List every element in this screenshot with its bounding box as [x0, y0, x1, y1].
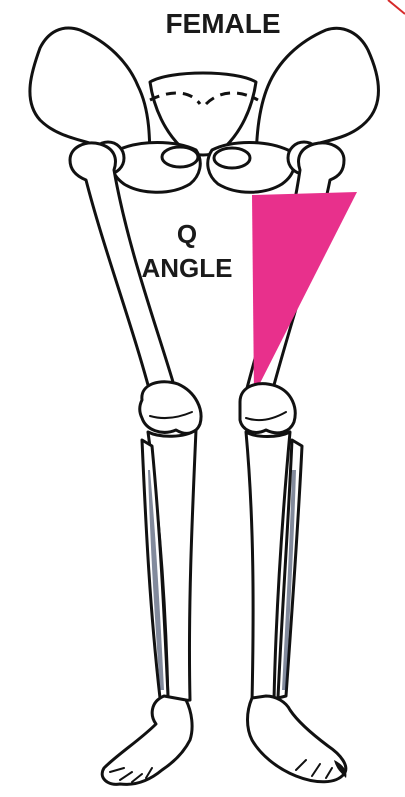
left-knee — [140, 382, 201, 434]
feet — [102, 696, 346, 784]
right-knee — [240, 384, 295, 433]
left-obturator-foramen — [162, 147, 198, 167]
knees — [140, 382, 296, 434]
lower-legs — [142, 430, 302, 702]
q-angle-label-line2: ANGLE — [142, 253, 233, 283]
corner-mark — [388, 0, 405, 14]
title: FEMALE — [165, 8, 280, 39]
right-obturator-foramen — [214, 148, 250, 168]
q-angle-label-line1: Q — [177, 219, 197, 249]
q-angle-triangle — [252, 192, 357, 395]
